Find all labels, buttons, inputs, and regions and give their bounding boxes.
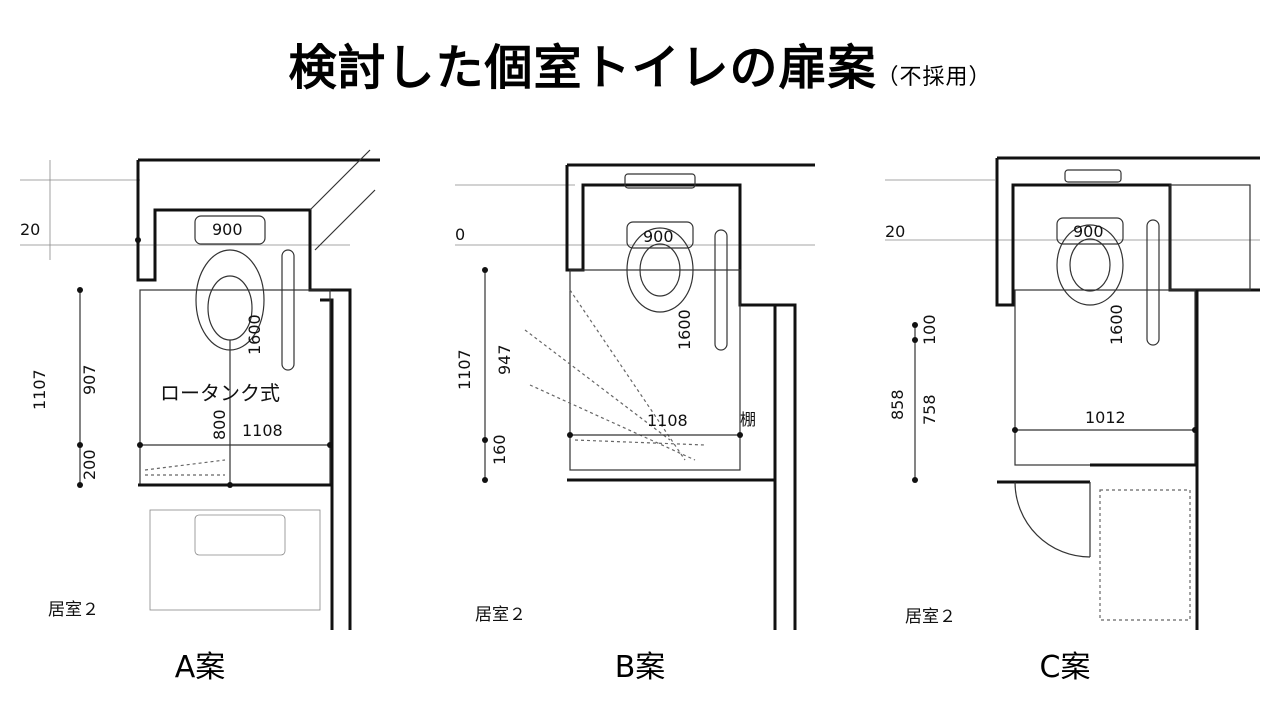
a-dim-depth: 1600 — [245, 314, 264, 355]
a-dim-toilet: 900 — [212, 220, 243, 239]
title-main: 検討した個室トイレの扉案 — [288, 40, 877, 96]
plan-b-drawing: 900 1600 947 160 1107 1108 0 棚 居室２ — [455, 163, 815, 630]
b-dim-toilet: 900 — [643, 227, 674, 246]
b-shelf-label: 棚 — [740, 410, 756, 429]
c-dim-depth: 1600 — [1107, 304, 1126, 345]
c-room-label: 居室２ — [905, 607, 956, 627]
plan-c-drawing: 900 1600 100 758 858 1012 20 居室２ — [885, 156, 1260, 630]
b-dim-door: 947 — [495, 344, 514, 375]
a-dim-width: 1108 — [242, 421, 283, 440]
page-title: 検討した個室トイレの扉案（不採用） — [0, 28, 1280, 98]
b-room-label: 居室２ — [475, 605, 526, 625]
title-sub: （不採用） — [876, 65, 992, 90]
a-tank-note: ロータンク式 — [160, 381, 280, 405]
plan-b: 900 1600 947 160 1107 1108 0 棚 居室２ — [455, 140, 815, 630]
c-dim-toilet: 900 — [1073, 222, 1104, 241]
b-dim-width: 1108 — [647, 411, 688, 430]
b-dim-depth: 1600 — [675, 309, 694, 350]
plan-a-drawing: 900 1600 907 800 200 1107 1108 20 ロータンク式… — [20, 149, 380, 630]
c-dim-width: 1012 — [1085, 408, 1126, 427]
a-dim-edge: 1107 — [30, 369, 49, 410]
c-dim-door: 758 — [920, 394, 939, 425]
b-dim-leftedge: 0 — [455, 225, 465, 244]
c-dim-leftedge: 20 — [885, 222, 905, 241]
a-room-label: 居室２ — [48, 600, 99, 620]
b-dim-edge: 1107 — [455, 349, 474, 390]
plan-a: 900 1600 907 800 200 1107 1108 20 ロータンク式… — [20, 140, 380, 630]
a-dim-door: 907 — [80, 364, 99, 395]
c-dim-small: 100 — [920, 314, 939, 345]
a-dim-leftedge: 20 — [20, 220, 40, 239]
b-dim-small: 160 — [490, 434, 509, 465]
caption-c: C案 — [1039, 650, 1091, 685]
plan-c: 900 1600 100 758 858 1012 20 居室２ — [885, 140, 1260, 630]
a-dim-side: 800 — [210, 409, 229, 440]
a-dim-small: 200 — [80, 449, 99, 480]
caption-b: B案 — [614, 650, 666, 685]
caption-a: A案 — [174, 650, 226, 685]
c-dim-edge: 858 — [888, 389, 907, 420]
